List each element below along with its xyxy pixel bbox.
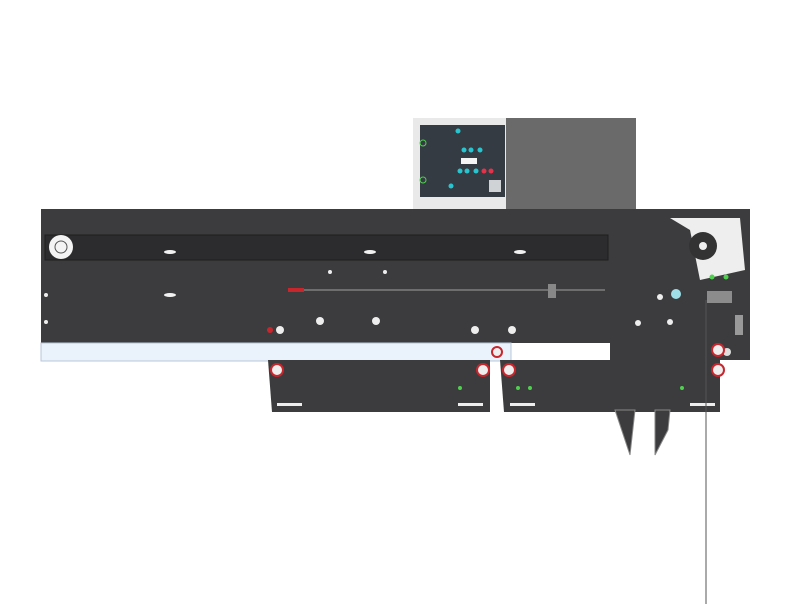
door-hanger-left: [267, 327, 490, 412]
led-icon: [468, 147, 474, 153]
green-indicator-icon: [419, 139, 427, 147]
control-box: [413, 118, 636, 210]
door-vane: [614, 409, 671, 456]
led-icon: [461, 147, 467, 153]
pulley-icon: [49, 235, 73, 259]
display-window: [461, 158, 477, 164]
qr-code-icon: [489, 180, 501, 192]
led-icon: [477, 147, 483, 153]
door-hanger-right: [458, 343, 725, 412]
led-icon: [464, 168, 470, 174]
led-icon: [457, 168, 463, 174]
main-beam: [41, 209, 631, 343]
led-icon: [481, 168, 487, 174]
led-icon: [488, 168, 494, 174]
sensor-icon: [671, 289, 681, 299]
guide-rail: [40, 342, 512, 362]
led-icon: [473, 168, 479, 174]
drive-mechanism: [610, 209, 750, 410]
green-indicator-icon: [419, 176, 427, 184]
